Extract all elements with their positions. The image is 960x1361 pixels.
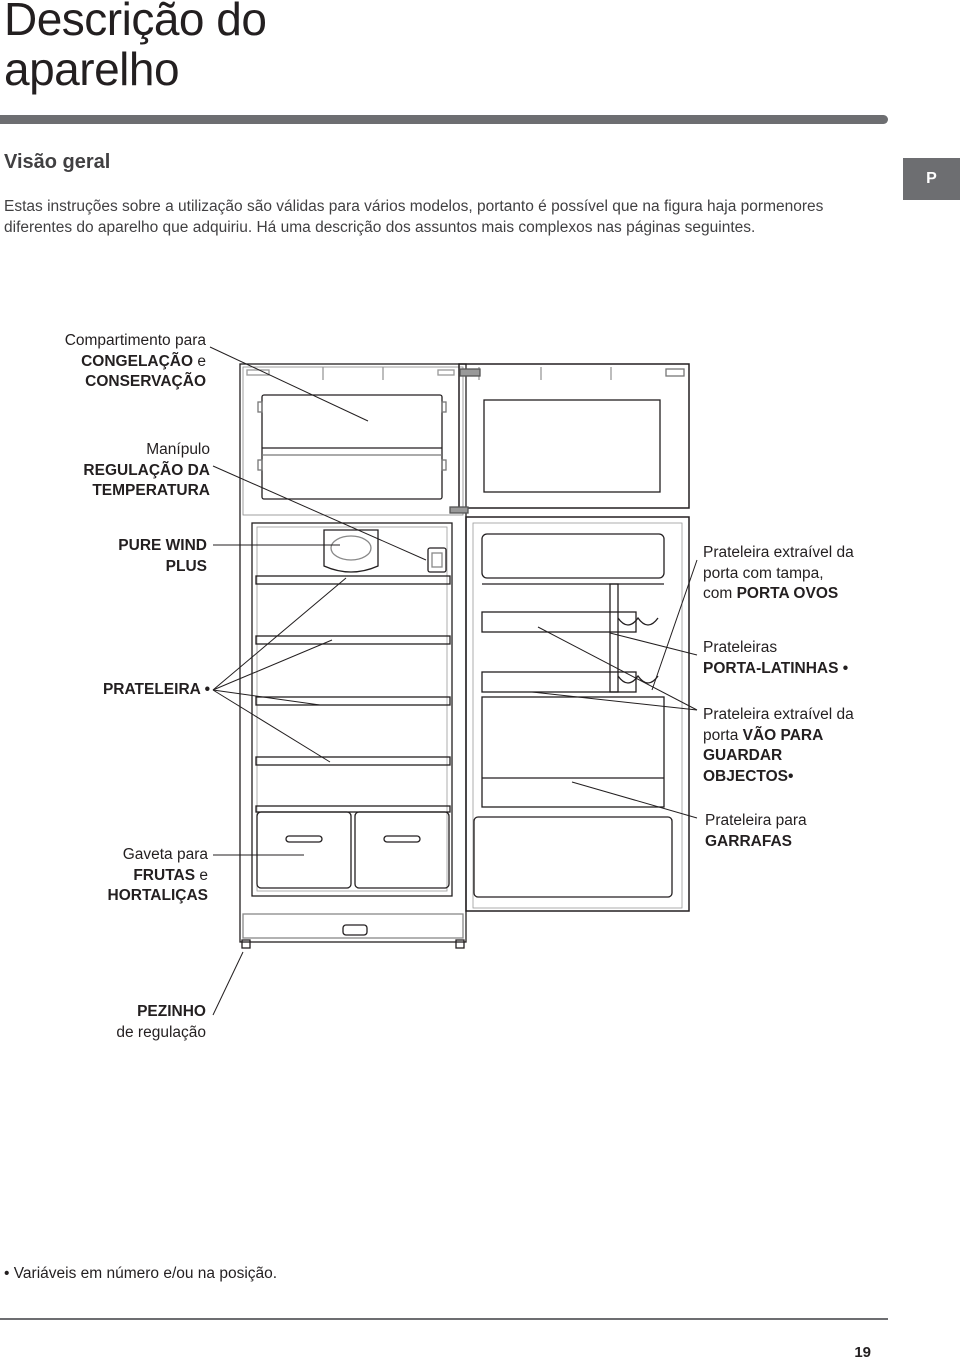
label-freezer-line3: CONSERVAÇÃO [85, 373, 206, 390]
label-drawer-line2: FRUTAS [133, 866, 196, 884]
fridge-shelf [255, 696, 451, 706]
label-feet: PEZINHO de regulação [20, 1002, 206, 1043]
label-bottle-shelf: Prateleira para GARRAFAS [705, 811, 955, 852]
label-freezer: Compartimento para CONGELAÇÃO e CONSERVA… [20, 331, 206, 393]
label-storage-shelf-line2a: porta [703, 726, 743, 744]
page-title-line1: Descrição do [4, 0, 267, 45]
fridge-compartment [251, 522, 453, 897]
leader-line [212, 577, 347, 691]
label-thermostat-line2: REGULAÇÃO DA [83, 461, 210, 479]
label-egg-shelf-line2: porta com tampa, [703, 564, 824, 582]
label-drawer-line1: Gaveta para [122, 846, 208, 863]
label-drawer: Gaveta para FRUTAS e HORTALIÇAS [20, 845, 208, 907]
leader-line [531, 691, 698, 711]
crisper-drawer [256, 811, 352, 889]
crisper-drawer [354, 811, 450, 889]
label-drawer-line2b: e [195, 866, 208, 884]
section-heading: Visão geral [4, 151, 111, 173]
label-feet-line2: de regulação [116, 1023, 206, 1041]
language-tab: P [903, 158, 960, 200]
label-thermostat-line1: Manípulo [146, 441, 210, 458]
title-rule [0, 115, 888, 124]
label-storage-shelf-line4: OBJECTOS• [703, 767, 794, 785]
freezer-compartment [261, 394, 443, 500]
page-number: 19 [854, 1344, 871, 1361]
label-purewind-line1: PURE WIND [118, 537, 207, 554]
leader-line [212, 951, 244, 1016]
leader-line [212, 689, 331, 763]
label-can-shelves: Prateleiras PORTA-LATINHAS • [703, 638, 953, 679]
label-storage-shelf-line2: VÃO PARA [742, 726, 824, 744]
label-storage-shelf-line3: GUARDAR [703, 747, 783, 764]
leader-line [212, 465, 427, 561]
label-bottle-shelf-line1: Prateleira para [705, 812, 807, 829]
bottle-shelf [473, 816, 673, 898]
label-storage-shelf: Prateleira extraível da porta VÃO PARA G… [703, 705, 953, 787]
door-shelf [481, 671, 637, 693]
label-egg-shelf-line1: Prateleira extraível da [703, 544, 854, 561]
bottom-rule [0, 1318, 888, 1320]
fridge-door [465, 516, 690, 912]
leader-line [537, 626, 698, 711]
label-shelf-line1: PRATELEIRA • [102, 681, 210, 698]
leader-line [209, 346, 369, 422]
label-freezer-line2b: e [193, 352, 206, 370]
label-bottle-shelf-line2: GARRAFAS [705, 832, 792, 850]
label-egg-shelf-line3: PORTA OVOS [736, 585, 839, 602]
label-can-shelves-line1: Prateleiras [703, 639, 778, 656]
fridge-shelf [255, 635, 451, 645]
fridge-cabinet [239, 363, 467, 943]
adjustable-foot [241, 939, 251, 949]
fridge-shelf [255, 756, 451, 766]
leader-line [571, 781, 698, 819]
label-egg-shelf-line3a: com [703, 585, 737, 602]
label-freezer-line1: Compartimento para [64, 332, 206, 349]
door-shelf [481, 611, 637, 633]
intro-paragraph: Estas instruções sobre a utilização são … [4, 198, 824, 236]
label-freezer-line2: CONGELAÇÃO [81, 352, 194, 370]
fridge-shelf [255, 575, 451, 585]
adjustable-foot [455, 939, 465, 949]
label-can-shelves-line2: PORTA-LATINHAS • [703, 659, 849, 677]
thermostat-knob [427, 547, 447, 573]
purewind-device [323, 529, 379, 573]
label-thermostat-line3: TEMPERATURA [92, 482, 210, 499]
label-purewind: PURE WIND PLUS [20, 536, 207, 577]
label-thermostat: Manípulo REGULAÇÃO DA TEMPERATURA [20, 440, 210, 502]
leader-line [212, 639, 333, 691]
label-feet-line1: PEZINHO [137, 1003, 206, 1020]
label-storage-shelf-line1: Prateleira extraível da [703, 706, 854, 723]
label-purewind-line2: PLUS [165, 557, 207, 575]
leader-line [212, 689, 321, 706]
egg-shelf [481, 533, 665, 579]
label-egg-shelf: Prateleira extraível da porta com tampa,… [703, 543, 953, 605]
footnote: • Variáveis em número e/ou na posição. [4, 1265, 278, 1282]
page-title: Descrição do aparelho [4, 0, 267, 95]
leader-line [609, 632, 698, 656]
label-drawer-line3: HORTALIÇAS [107, 887, 208, 904]
page-title-line2: aparelho [4, 43, 180, 95]
leader-line [651, 559, 698, 691]
freezer-door [458, 363, 690, 509]
label-shelf: PRATELEIRA • [20, 680, 210, 701]
